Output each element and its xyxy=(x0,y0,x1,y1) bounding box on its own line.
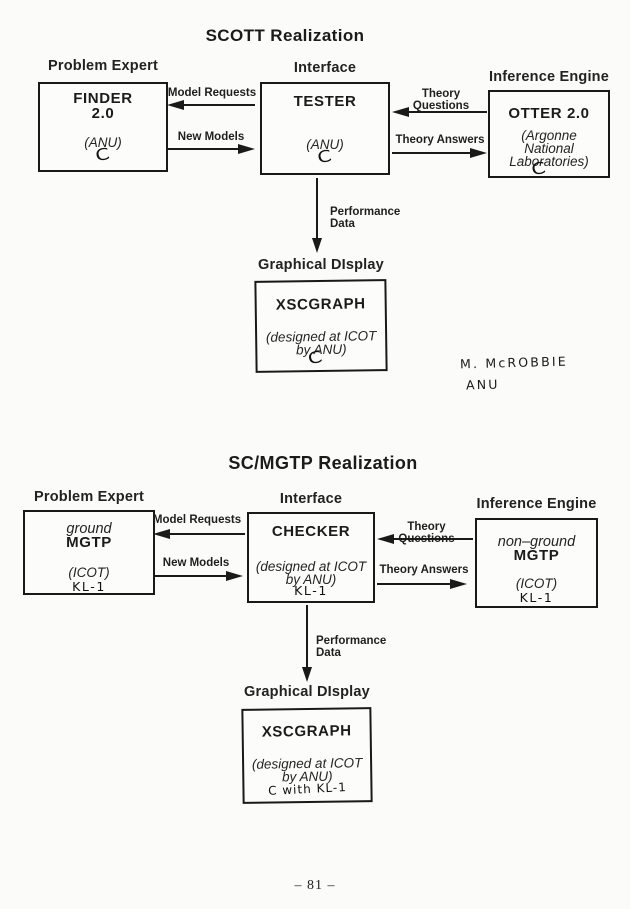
scott-theory-answers-label: Theory Answers xyxy=(395,134,485,146)
nonground-mgtp-box: non–ground MGTP (ICOT) KL-1 xyxy=(475,518,598,608)
scott-theory-answers-arrow xyxy=(392,147,487,159)
tester-name: TESTER xyxy=(293,93,357,110)
scott-xscgraph-impl-handwritten: C xyxy=(306,346,325,369)
scmgtp-performance-label-line2: Data xyxy=(316,647,341,659)
finder-name: FINDER xyxy=(73,90,133,107)
ground-mgtp-org: (ICOT) xyxy=(68,565,110,580)
scott-graphical-display-label: Graphical DIsplay xyxy=(258,257,384,273)
otter-name: OTTER 2.0 xyxy=(508,105,590,122)
tester-impl-handwritten: C xyxy=(316,145,334,168)
finder-box: FINDER 2.0 (ANU) C xyxy=(38,82,168,172)
scmgtp-performance-data-arrow xyxy=(301,605,313,682)
nonground-mgtp-org: (ICOT) xyxy=(515,576,558,591)
otter-box: OTTER 2.0 (Argonne National Laboratories… xyxy=(488,90,610,179)
tester-org: (ANU) xyxy=(306,137,344,152)
finder-impl-handwritten: C xyxy=(94,143,112,166)
scott-theory-questions-arrow xyxy=(392,106,487,118)
ground-mgtp-impl-handwritten: KL-1 xyxy=(72,579,106,594)
checker-name: CHECKER xyxy=(271,523,351,540)
checker-impl-handwritten: KL-1 xyxy=(294,583,328,598)
checker-credit-line1: (designed at ICOT xyxy=(255,559,367,574)
scmgtp-problem-expert-label: Problem Expert xyxy=(34,489,144,505)
scott-diagram-title: SCOTT Realization xyxy=(205,26,365,45)
handwritten-author-name: M. McROBBIE xyxy=(459,353,569,372)
page-number: – 81 – xyxy=(294,878,336,893)
scott-new-models-label: New Models xyxy=(177,131,245,143)
scott-performance-label-line1: Performance xyxy=(330,206,401,218)
nonground-mgtp-name-line1: non–ground xyxy=(497,534,576,550)
scmgtp-xscgraph-name: XSCGRAPH xyxy=(261,722,352,741)
scott-new-models-arrow xyxy=(167,143,255,155)
scmgtp-interface-label: Interface xyxy=(279,491,343,507)
scmgtp-theory-questions-arrow xyxy=(377,533,473,545)
scott-model-requests-arrow xyxy=(167,99,255,111)
finder-org: (ANU) xyxy=(84,135,122,150)
scott-theory-questions-label: Theory Questions xyxy=(412,88,470,112)
scott-interface-label: Interface xyxy=(293,60,357,76)
ground-mgtp-box: ground MGTP (ICOT) KL-1 xyxy=(23,510,155,595)
nonground-mgtp-impl-handwritten: KL-1 xyxy=(519,590,554,605)
scmgtp-model-requests-arrow xyxy=(153,528,245,540)
scott-model-requests-label: Model Requests xyxy=(167,87,257,99)
otter-org-line2: National xyxy=(524,141,574,156)
ground-mgtp-name-line2: MGTP xyxy=(66,534,112,551)
nonground-mgtp-name-line2: MGTP xyxy=(513,547,560,564)
scott-xscgraph-name: XSCGRAPH xyxy=(275,295,366,314)
scmgtp-diagram-title: SC/MGTP Realization xyxy=(228,453,418,473)
scott-xscgraph-box: XSCGRAPH (designed at ICOT by ANU) C xyxy=(254,279,388,373)
scmgtp-theory-answers-label: Theory Answers xyxy=(379,564,469,576)
scmgtp-graphical-display-label: Graphical DIsplay xyxy=(244,684,370,700)
scmgtp-xscgraph-box: XSCGRAPH (designed at ICOT by ANU) C wit… xyxy=(241,707,373,804)
scott-problem-expert-label: Problem Expert xyxy=(48,58,158,74)
scott-performance-data-arrow xyxy=(311,178,323,253)
finder-version: 2.0 xyxy=(91,105,115,122)
scmgtp-new-models-label: New Models xyxy=(162,557,230,569)
otter-impl-handwritten: C xyxy=(530,157,548,180)
scott-inference-engine-label: Inference Engine xyxy=(488,69,610,85)
scmgtp-theory-answers-arrow xyxy=(377,578,467,590)
tester-box: TESTER (ANU) C xyxy=(260,82,390,175)
scott-performance-label-line2: Data xyxy=(330,218,355,230)
otter-org-line3: Laboratories) xyxy=(509,154,589,169)
scmgtp-inference-engine-label: Inference Engine xyxy=(476,496,597,512)
checker-box: CHECKER (designed at ICOT by ANU) KL-1 xyxy=(247,512,375,603)
checker-credit-line2: by ANU) xyxy=(285,572,337,587)
otter-org-line1: (Argonne xyxy=(521,128,577,143)
scmgtp-new-models-arrow xyxy=(153,570,243,582)
scmgtp-model-requests-label: Model Requests xyxy=(152,514,242,526)
scmgtp-performance-label-line1: Performance xyxy=(316,635,387,647)
ground-mgtp-name-line1: ground xyxy=(66,521,112,537)
handwritten-author-affiliation: ANU xyxy=(465,376,500,393)
